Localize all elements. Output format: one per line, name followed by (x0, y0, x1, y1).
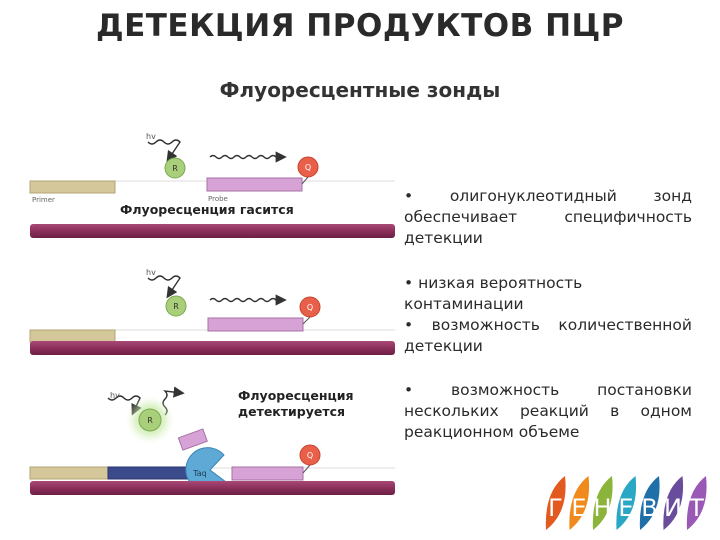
logo-letter: И (664, 494, 682, 522)
probe (207, 317, 304, 332)
reporter-dye (138, 408, 162, 432)
taq-label: Taq (192, 469, 207, 478)
logo-letter: Е (571, 494, 586, 522)
logo-letter: Е (618, 494, 633, 522)
detect-caption-1: Флуоресценция (238, 388, 354, 403)
reporter-dye (164, 157, 186, 179)
logo-tile (569, 476, 590, 530)
logo-letter: Н (593, 494, 611, 522)
primer-label: Primer (32, 196, 55, 204)
quencher-label: Q (307, 451, 313, 460)
bullet-quantitative: • возможность количественной детекции (404, 316, 692, 355)
bullet-marker: • (404, 187, 414, 205)
hv-label: hv (146, 268, 156, 277)
dna-strand (30, 481, 395, 495)
logo-letter: Т (688, 494, 704, 522)
reporter-label: R (173, 302, 179, 311)
probe (206, 177, 303, 192)
reporter-dye (165, 295, 187, 317)
logo-tile (616, 476, 637, 530)
panel-annealed: hv R Q (29, 268, 395, 355)
primer (29, 329, 116, 343)
reporter-label: R (172, 164, 178, 173)
logo-tile (592, 476, 613, 530)
remaining-probe (231, 466, 304, 481)
logo-tile (639, 476, 660, 530)
panel-detected: hv R Флуоресценция детектируется Q Taq (29, 386, 395, 495)
page-subtitle: Флуоресцентные зонды (219, 78, 501, 102)
extended-strand (107, 466, 197, 480)
bullet-specificity: • олигонуклеотидный зонд обеспечивает сп… (404, 187, 692, 247)
reporter-label: R (147, 416, 153, 425)
page-title: ДЕТЕКЦИЯ ПРОДУКТОВ ПЦР (95, 8, 625, 44)
light-arrow (147, 139, 181, 163)
emission-wave (209, 151, 287, 163)
detect-caption-2: детектируется (238, 404, 345, 419)
light-arrow (147, 275, 181, 299)
logo-tile (686, 476, 707, 530)
quench-caption: Флуоресценция гасится (120, 202, 294, 217)
emission-wave (209, 294, 287, 306)
logo-tile (545, 476, 566, 530)
logo-letter: Г (548, 494, 563, 522)
logo-tile (663, 476, 684, 530)
logo-letter: В (641, 494, 657, 522)
bullet-contamination: • низкая вероятность контаминации (404, 274, 583, 313)
panel-quenched: hv R Q Probe Primer Флуоресценция гаситс… (29, 132, 395, 238)
dna-strand (30, 224, 395, 238)
quencher-label: Q (305, 163, 311, 172)
probe-label: Probe (208, 195, 228, 203)
hv-label: hv (110, 391, 120, 400)
primer (29, 180, 116, 194)
dna-strand (30, 341, 395, 355)
cleaved-probe-fragment (177, 428, 208, 451)
light-arrow (107, 395, 142, 416)
bullet-multiplex: • возможность постановки нескольких реак… (404, 381, 692, 441)
primer (29, 466, 109, 480)
hv-label: hv (146, 132, 156, 141)
quencher-label: Q (307, 303, 313, 312)
